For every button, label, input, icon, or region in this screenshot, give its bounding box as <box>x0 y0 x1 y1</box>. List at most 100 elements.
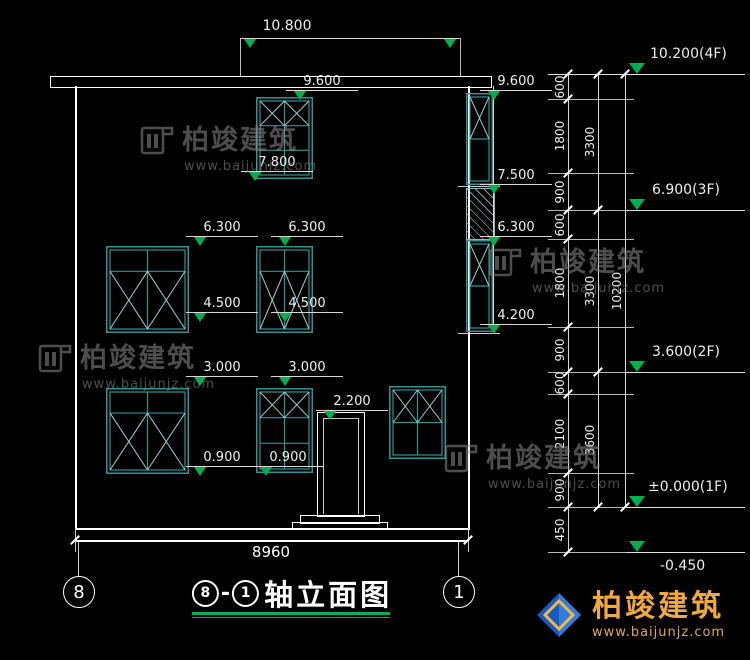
brand-text-block: 柏竣建筑 www.baijunjz.com <box>592 591 725 640</box>
level-line <box>480 90 552 91</box>
level-triangle <box>324 411 336 420</box>
level-value: 4.500 <box>288 296 326 311</box>
watermark-logo-icon <box>140 126 174 154</box>
brand-logo: 柏竣建筑 www.baijunjz.com <box>536 591 725 640</box>
level-value: 9.600 <box>303 74 341 89</box>
window-glyph <box>389 386 446 459</box>
extension-line <box>548 372 634 373</box>
level-value: 6.300 <box>203 220 241 235</box>
level-marker: 7.800 <box>241 155 313 185</box>
level-line <box>241 171 313 172</box>
level-line <box>271 236 343 237</box>
level-line <box>252 466 324 467</box>
watermark-logo-icon <box>38 344 72 372</box>
watermark-name: 柏竣建筑 <box>182 125 298 156</box>
title-underline-thin <box>192 617 390 618</box>
extension-line <box>548 552 634 553</box>
bottom-dim-label: 8960 <box>251 543 291 561</box>
entry-door <box>317 412 365 517</box>
level-value: 0.900 <box>269 450 307 465</box>
floor-level-line <box>626 372 745 373</box>
level-marker: 9.600 <box>480 74 552 104</box>
wall-right <box>468 86 470 528</box>
extension-line <box>548 507 634 508</box>
wall-left <box>75 86 77 528</box>
top-dim-drop-left <box>240 38 241 76</box>
floor-level-line <box>626 552 745 553</box>
level-marker: 2.200 <box>316 394 388 424</box>
level-triangle <box>194 237 206 246</box>
watermark-row: 柏竣建筑 <box>38 336 248 375</box>
level-value: 3.000 <box>203 360 241 375</box>
extension-line <box>548 99 634 100</box>
window <box>256 97 313 179</box>
watermark-url: www.baijunjz.com <box>82 377 216 392</box>
watermark-name: 柏竣建筑 <box>486 443 602 474</box>
level-marker: 6.300 <box>271 220 343 250</box>
floor-level-label: 6.900(3F) <box>652 182 720 198</box>
title-text: 轴立面图 <box>264 578 393 612</box>
watermark: 柏竣建筑 www.baijunjz.com <box>38 336 248 412</box>
brand-icon <box>537 593 581 638</box>
watermark-name: 柏竣建筑 <box>530 247 646 278</box>
chain-dim: 3300 <box>583 126 597 158</box>
window <box>256 388 313 473</box>
watermark-row: 柏竣建筑 <box>140 118 350 157</box>
level-triangle <box>488 185 500 194</box>
level-line <box>271 312 343 313</box>
extension-line <box>548 473 634 474</box>
stair-rail-hatch <box>466 188 495 240</box>
level-line <box>316 410 388 411</box>
level-line <box>286 90 358 91</box>
level-triangle <box>260 467 272 476</box>
level-value: 6.300 <box>288 220 326 235</box>
level-value: 7.800 <box>258 155 296 170</box>
watermark-row: 柏竣建筑 <box>444 436 654 475</box>
level-value: 4.500 <box>203 296 241 311</box>
window-glyph <box>256 388 313 473</box>
door-step <box>300 515 380 524</box>
level-value: 9.600 <box>497 74 535 89</box>
floor-level-label: 3.600(2F) <box>652 344 720 360</box>
level-line <box>480 184 552 185</box>
floor-level-label: 10.200(4F) <box>650 46 727 62</box>
floor-level-triangle <box>629 361 645 372</box>
axis-stem <box>78 542 79 576</box>
floor-level-triangle <box>629 199 645 210</box>
extension-line <box>548 239 634 240</box>
watermark-url: www.baijunjz.com <box>488 477 622 492</box>
level-triangle <box>488 237 500 246</box>
window <box>466 240 493 332</box>
level-value: 0.900 <box>203 450 241 465</box>
window-glyph <box>466 93 493 185</box>
floor-level-line <box>548 74 745 75</box>
watermark-logo-icon <box>444 444 478 472</box>
axis-stem <box>458 542 459 576</box>
level-marker: 0.900 <box>186 450 258 480</box>
level-line <box>271 376 343 377</box>
title-axis-from-bubble: 8 <box>191 579 219 607</box>
entry-door-inner <box>323 418 359 514</box>
chain-line <box>598 74 599 507</box>
top-dim-triangle <box>444 39 456 48</box>
extension-line <box>548 173 634 174</box>
watermark-name: 柏竣建筑 <box>80 343 196 374</box>
level-marker: 3.000 <box>186 360 258 390</box>
watermark-row: 柏竣建筑 <box>488 240 698 279</box>
axis-bubble-1: 1 <box>443 576 475 608</box>
level-triangle <box>488 91 500 100</box>
watermark: 柏竣建筑 www.baijunjz.com <box>444 436 654 512</box>
floor-level-line <box>626 507 745 508</box>
watermark-url: www.baijunjz.com <box>184 159 318 174</box>
window <box>466 93 493 185</box>
level-marker: 7.500 <box>480 168 552 198</box>
floor-level-triangle <box>629 63 645 74</box>
title-axis-to-bubble: 1 <box>232 579 260 607</box>
bottom-dim-line <box>75 540 468 542</box>
top-dim-drop-right <box>460 38 461 76</box>
level-triangle <box>279 377 291 386</box>
floor-level-label: -0.450 <box>660 558 706 574</box>
sill-ledge <box>458 333 500 334</box>
